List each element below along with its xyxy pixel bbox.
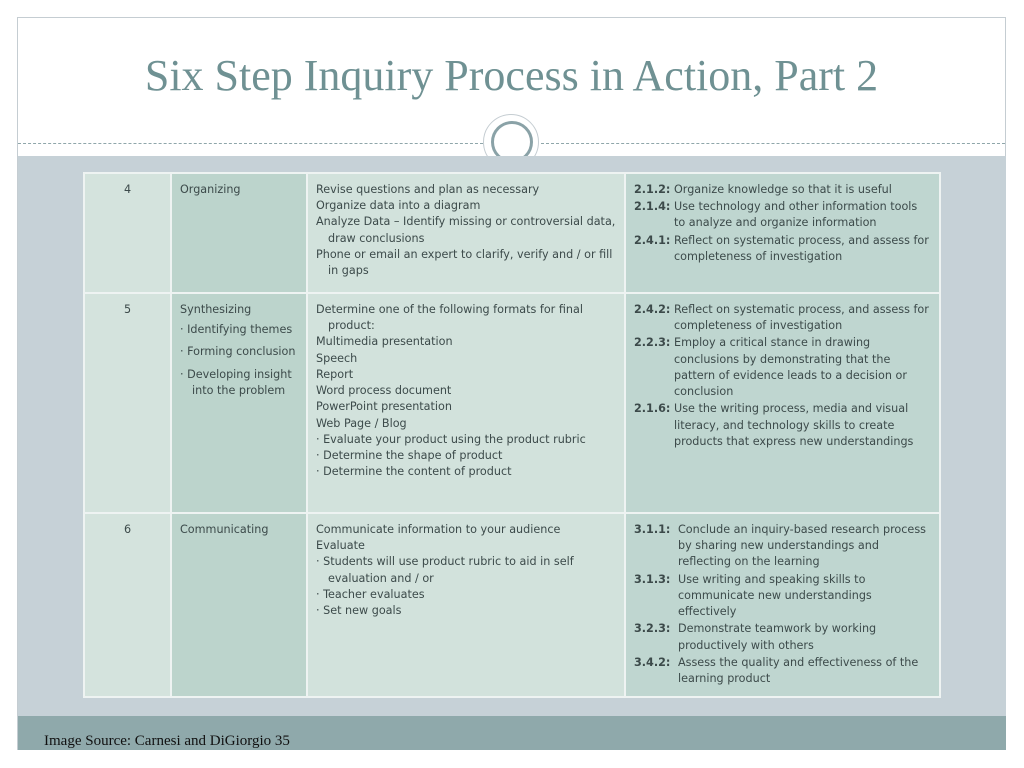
standard-text: Conclude an inquiry-based research proce… — [678, 523, 926, 569]
standard-code: 3.2.3: — [634, 622, 671, 636]
activities-cell: Communicate information to your audience… — [306, 511, 626, 699]
standard-item: 2.2.3:Employ a critical stance in drawin… — [634, 335, 931, 400]
standard-item: 3.1.1: Conclude an inquiry-based research… — [634, 522, 931, 571]
stage-name: Synthesizing — [180, 303, 252, 316]
standard-code: 2.2.3: — [634, 336, 671, 350]
title-divider-right — [541, 143, 1005, 144]
standard-item: 2.1.2:Organize knowledge so that it is u… — [634, 182, 931, 198]
activity-item: Multimedia presentation — [316, 335, 453, 349]
title-divider-left — [18, 143, 483, 144]
standard-code: 2.1.4: — [634, 200, 671, 214]
standard-code: 3.1.3: — [634, 572, 671, 586]
stage-sub-item: · Forming conclusion — [180, 345, 296, 359]
step-number: 4 — [123, 183, 132, 196]
standard-item: 2.1.4:Use technology and other informati… — [634, 199, 931, 231]
activity-item: · Set new goals — [316, 604, 402, 618]
standard-item: 3.4.2: Assess the quality and effectivene… — [634, 655, 931, 687]
activity-item: Evaluate — [316, 539, 365, 553]
step-number-cell: 4 — [83, 172, 172, 294]
standard-text: Employ a critical stance in drawing conc… — [674, 336, 907, 399]
standard-code: 3.4.2: — [634, 655, 671, 669]
activity-item: PowerPoint presentation — [316, 400, 452, 414]
stage-name: Organizing — [180, 183, 241, 196]
activity-item: Organize data into a diagram — [316, 199, 481, 213]
slide-title: Six Step Inquiry Process in Action, Part… — [144, 51, 879, 100]
inquiry-process-table: 4 Organizing Revise questions and plan as … — [83, 172, 941, 699]
standard-item: 2.4.1:Reflect on systematic process, and… — [634, 233, 931, 265]
table-row: 4 Organizing Revise questions and plan as … — [83, 172, 941, 294]
standard-code: 2.4.1: — [634, 233, 671, 247]
standard-text: Demonstrate teamwork by working producti… — [678, 622, 877, 652]
step-number-cell: 5 — [83, 292, 172, 514]
image-source-caption: Image Source: Carnesi and DiGiorgio 35 — [44, 733, 290, 749]
activity-item: Determine one of the following formats f… — [316, 303, 583, 333]
standard-text: Use writing and speaking skills to commu… — [678, 572, 872, 619]
standard-text: Use technology and other information too… — [674, 200, 918, 230]
standard-code: 2.1.2: — [634, 183, 671, 196]
activity-item: Phone or email an expert to clarify, ver… — [316, 247, 613, 278]
standard-code: 2.1.6: — [634, 402, 671, 416]
standard-text: Reflect on systematic process, and asses… — [674, 233, 929, 263]
standard-code: 3.1.1: — [634, 523, 671, 536]
step-number-cell: 6 — [83, 511, 172, 699]
activity-item: Communicate information to your audience — [316, 523, 561, 536]
activity-item: Analyze Data – Identify missing or contr… — [316, 215, 616, 245]
stage-cell: Synthesizing · Identifying themes · Formin… — [170, 292, 308, 514]
step-number: 5 — [123, 303, 132, 316]
table-body: 4 Organizing Revise questions and plan as … — [83, 172, 941, 699]
activities-cell: Determine one of the following formats f… — [306, 292, 626, 514]
footer-bar — [18, 716, 1006, 750]
stage-sub-item: · Identifying themes — [180, 323, 293, 337]
standards-cell: 2.4.2:Reflect on systematic process, and… — [624, 292, 941, 514]
standards-cell: 3.1.1: Conclude an inquiry-based research… — [624, 511, 941, 699]
standard-item: 3.2.3: Demonstrate teamwork by working pr… — [634, 621, 931, 653]
activity-item: · Teacher evaluates — [316, 587, 425, 601]
activity-item: · Determine the content of product — [316, 465, 512, 479]
stage-name: Communicating — [180, 523, 269, 536]
standards-cell: 2.1.2:Organize knowledge so that it is u… — [624, 172, 941, 294]
standard-item: 2.4.2:Reflect on systematic process, and… — [634, 302, 931, 334]
standard-text: Use the writing process, media and visua… — [674, 402, 914, 448]
activity-item: · Students will use product rubric to ai… — [316, 555, 574, 585]
activity-item: Web Page / Blog — [316, 416, 407, 430]
activity-item: · Evaluate your product using the produc… — [316, 432, 586, 446]
activity-item: Word process document — [316, 384, 452, 398]
standard-text: Organize knowledge so that it is useful — [674, 183, 892, 196]
stage-cell: Organizing — [170, 172, 308, 294]
table-row: 5 Synthesizing · Identifying themes · Formi… — [83, 292, 941, 514]
step-number: 6 — [123, 523, 132, 536]
table-row: 6 Communicating Communicate information to… — [83, 511, 941, 699]
activity-item: Revise questions and plan as necessary — [316, 183, 540, 196]
activity-item: · Determine the shape of product — [316, 449, 503, 463]
activity-item: Report — [316, 367, 354, 381]
activity-item: Speech — [316, 351, 358, 365]
standard-item: 2.1.6:Use the writing process, media and… — [634, 401, 931, 450]
standard-text: Reflect on systematic process, and asses… — [674, 303, 929, 333]
stage-sub-item: · Developing insight into the problem — [180, 367, 292, 397]
standard-text: Assess the quality and effectiveness of … — [678, 655, 919, 686]
standard-item: 3.1.3: Use writing and speaking skills to… — [634, 572, 931, 621]
stage-cell: Communicating — [170, 511, 308, 699]
standard-code: 2.4.2: — [634, 303, 671, 316]
